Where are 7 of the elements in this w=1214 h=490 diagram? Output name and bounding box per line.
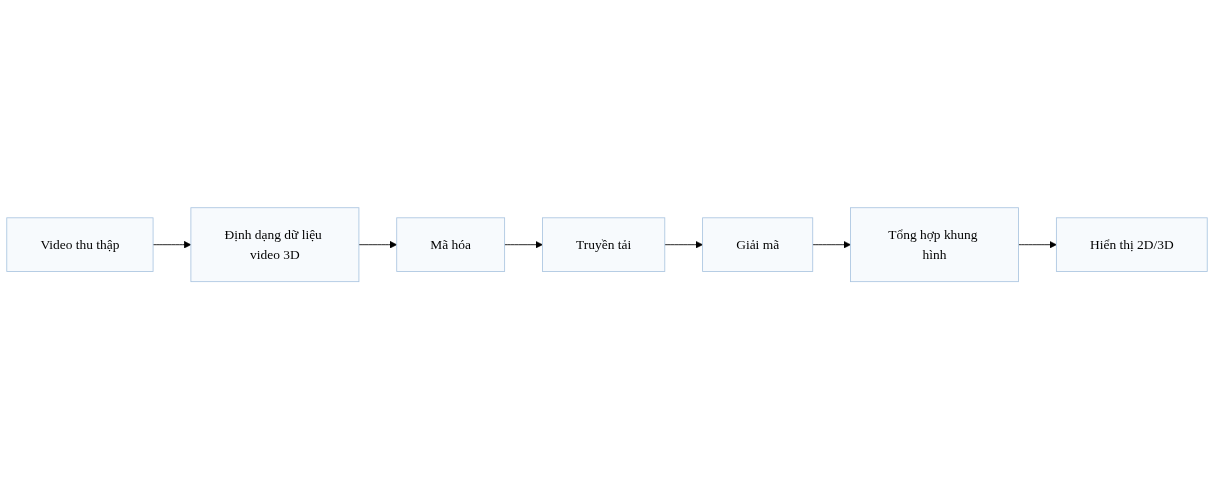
node-box: Truyền tải — [542, 217, 666, 273]
node-box: Định dạng dữ liệu video 3D — [190, 207, 360, 283]
node-box: Giải mã — [702, 217, 814, 273]
node-box: Video thu thập — [6, 217, 154, 273]
node-box: Tổng hợp khung hình — [850, 207, 1019, 283]
node-box: Mã hóa — [396, 217, 506, 273]
node-box: Hiển thị 2D/3D — [1055, 217, 1208, 273]
